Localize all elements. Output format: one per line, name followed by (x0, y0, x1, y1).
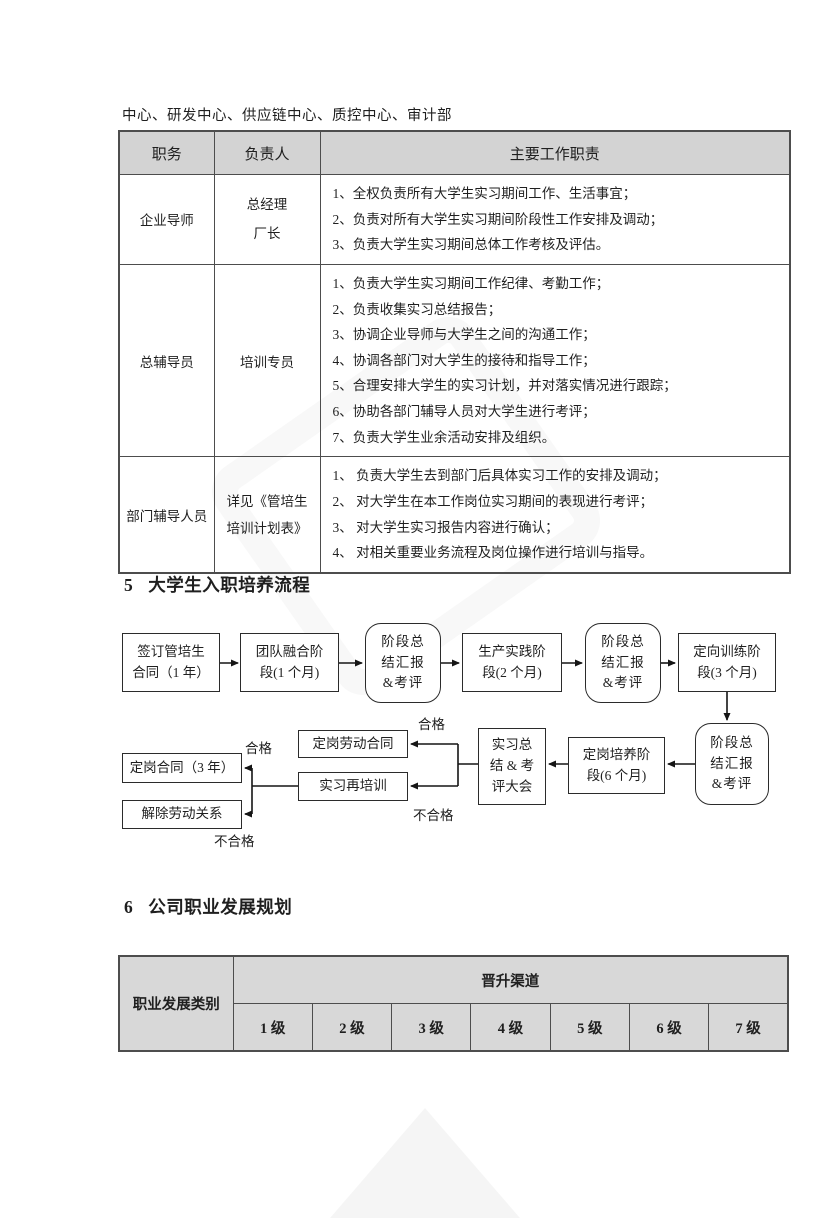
intro-line: 中心、研发中心、供应链中心、质控中心、审计部 (122, 108, 452, 124)
position-cell: 总辅导员 (118, 263, 215, 458)
level-cell: 4 级 (470, 1003, 551, 1052)
flow-node-post-training: 定岗培养阶 段(6 个月) (568, 737, 665, 794)
flow-node-stage-review-1: 阶段总 结汇报 &考评 (365, 623, 441, 703)
duty-line: 7、负责大学生业余活动安排及组织。 (332, 429, 556, 445)
watermark-triangle (330, 1108, 520, 1218)
branch-label-fail: 不合格 (214, 834, 255, 849)
duties-cell: 1、全权负责所有大学生实习期间工作、生活事宜； 2、负责对所有大学生实习期间阶段… (319, 174, 791, 265)
duty-line: 5、合理安排大学生的实习计划，并对落实情况进行跟踪； (332, 378, 677, 394)
position-cell: 部门辅导人员 (118, 456, 215, 574)
level-cell: 6 级 (628, 1003, 710, 1052)
section-6-heading: 6 公司职业发展规划 (124, 894, 292, 919)
duty-line: 1、全权负责所有大学生实习期间工作、生活事宜； (332, 186, 637, 201)
table-row: 职业发展类别 晋升渠道 (118, 955, 789, 1052)
roles-table-header-row: 职务 负责人 主要工作职责 (118, 130, 791, 175)
branch-label-fail: 不合格 (413, 808, 454, 823)
duty-line: 4、协调各部门对大学生的接待和指导工作； (332, 352, 596, 368)
flow-node-production: 生产实践阶 段(2 个月) (462, 633, 562, 692)
level-cell: 5 级 (549, 1003, 630, 1052)
duty-line: 1、 负责大学生去到部门后具体实习工作的安排及调动； (332, 468, 667, 484)
level-cell: 3 级 (391, 1003, 472, 1052)
roles-table: 职务 负责人 主要工作职责 企业导师 总经理 厂长 1、全权负责所有大学生实习期… (118, 130, 791, 574)
duty-line: 6、协助各部门辅导人员对大学生进行考评； (332, 404, 596, 420)
duty-line: 2、负责收集实习总结报告； (332, 301, 502, 317)
career-category-header: 职业发展类别 (118, 955, 234, 1052)
flow-node-terminate: 解除劳动关系 (122, 800, 242, 829)
flow-node-stage-review-2: 阶段总 结汇报 &考评 (585, 623, 661, 703)
duty-line: 2、 对大学生在本工作岗位实习期间的表现进行考评； (332, 494, 654, 510)
duties-cell: 1、负责大学生实习期间工作纪律、考勤工作； 2、负责收集实习总结报告； 3、协调… (319, 263, 791, 458)
position-cell: 企业导师 (118, 174, 215, 265)
level-cell: 2 级 (311, 1003, 393, 1052)
table-row: 1 级 2 级 3 级 4 级 5 级 6 级 7 级 (119, 1003, 789, 1052)
flow-node-stage-review-3: 阶段总 结汇报 &考评 (695, 723, 769, 805)
section-title: 大学生入职培养流程 (148, 575, 311, 595)
career-table: 职业发展类别 晋升渠道 1 级 2 级 3 级 4 级 5 级 6 级 7 级 (118, 955, 789, 1052)
duty-line: 3、负责大学生实习期间总体工作考核及评估。 (332, 237, 610, 253)
duty-line: 1、负责大学生实习期间工作纪律、考勤工作； (332, 275, 610, 291)
table-row: 部门辅导人员 详见《管培生培训计划表》 1、 负责大学生去到部门后具体实习工作的… (118, 456, 791, 574)
level-cell: 7 级 (708, 1003, 789, 1052)
col-header-owner: 负责人 (213, 130, 321, 175)
promotion-channel-header: 晋升渠道 (232, 955, 789, 1004)
flow-node-post-contract-3y: 定岗合同（3 年） (122, 753, 242, 783)
flow-node-sign-contract: 签订管培生 合同（1 年） (122, 633, 220, 692)
section-number: 6 (124, 897, 134, 917)
duty-line: 2、负责对所有大学生实习期间阶段性工作安排及调动； (332, 211, 664, 227)
duty-line: 3、协调企业导师与大学生之间的沟通工作； (332, 327, 596, 343)
flow-node-team-integration: 团队融合阶 段(1 个月) (240, 633, 339, 692)
table-row: 企业导师 总经理 厂长 1、全权负责所有大学生实习期间工作、生活事宜； 2、负责… (118, 174, 791, 265)
col-header-position: 职务 (118, 130, 215, 175)
owner-cell: 培训专员 (213, 263, 321, 458)
flow-node-retraining: 实习再培训 (298, 772, 408, 801)
section-number: 5 (124, 575, 134, 595)
flow-node-directed-training: 定向训练阶 段(3 个月) (678, 633, 776, 692)
duty-line: 4、 对相关重要业务流程及岗位操作进行培训与指导。 (332, 545, 654, 561)
duties-cell: 1、 负责大学生去到部门后具体实习工作的安排及调动； 2、 对大学生在本工作岗位… (319, 456, 791, 574)
level-cell: 1 级 (232, 1003, 313, 1052)
section-5-heading: 5 大学生入职培养流程 (124, 572, 310, 597)
duty-line: 3、 对大学生实习报告内容进行确认； (332, 519, 559, 535)
flow-node-summary-meeting: 实习总 结 & 考 评大会 (478, 728, 546, 805)
col-header-duties: 主要工作职责 (319, 130, 791, 175)
flow-node-post-labor-contract: 定岗劳动合同 (298, 730, 408, 758)
owner-cell: 总经理 厂长 (213, 174, 321, 265)
table-row: 总辅导员 培训专员 1、负责大学生实习期间工作纪律、考勤工作； 2、负责收集实习… (118, 263, 791, 458)
branch-label-pass: 合格 (418, 717, 445, 732)
owner-cell: 详见《管培生培训计划表》 (213, 456, 321, 574)
section-title: 公司职业发展规划 (148, 897, 293, 917)
branch-label-pass: 合格 (245, 741, 272, 756)
